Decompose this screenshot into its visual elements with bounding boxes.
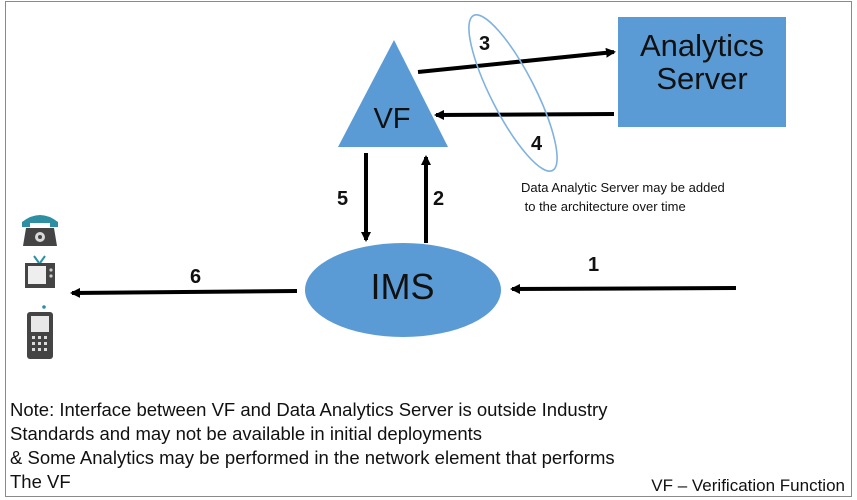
mobile-phone-icon <box>27 305 53 359</box>
diagram-frame <box>5 1 852 497</box>
footer-caption: VF – Verification Function <box>651 476 845 495</box>
arrow-1 <box>510 283 737 294</box>
vf-label: VF <box>373 103 411 135</box>
phone-icon <box>22 215 58 246</box>
tv-icon <box>25 255 55 288</box>
arrow-4 <box>434 109 615 120</box>
analytics-server-label: Analytics Server <box>639 28 765 96</box>
arrow-6 <box>70 287 298 298</box>
arrow-2-label: 2 <box>433 188 445 210</box>
arrow-1-label: 1 <box>588 254 600 276</box>
arrow-3 <box>417 47 616 74</box>
vf-triangle <box>338 40 448 147</box>
side-note: Data Analytic Server may be added to the… <box>521 180 725 214</box>
note-text: Note: Interface between VF and Data Anal… <box>10 399 615 492</box>
arrow-5-label: 5 <box>337 188 349 210</box>
arrow-3-label: 3 <box>479 33 491 55</box>
arrow-4-label: 4 <box>531 133 543 155</box>
arrow-6-label: 6 <box>190 266 202 288</box>
ims-label: IMS <box>370 266 435 307</box>
ims-ellipse <box>305 243 501 337</box>
analytics-server-box <box>618 17 786 127</box>
interface-highlight-oval <box>468 14 558 172</box>
